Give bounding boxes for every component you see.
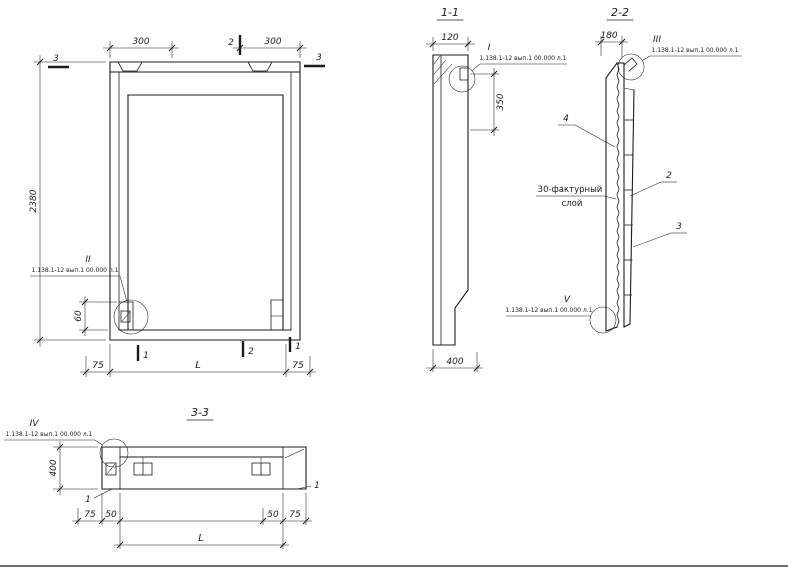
cut-mark-1-bottom-right: 1: [288, 337, 301, 352]
section-2-2-dim-180: 180: [595, 31, 628, 58]
cut-mark-1-bottom-left: 1: [136, 345, 149, 361]
detail-circle-V: [589, 306, 617, 334]
section-1-1-dim-120: 120: [426, 33, 475, 51]
section-2-2-title: 2-2: [611, 6, 629, 19]
part-3-label: 3: [676, 222, 682, 232]
lifting-recess-left: [117, 61, 143, 72]
plan-mark-1-left: 1: [85, 488, 113, 505]
dim-50-left-plan: 50: [105, 510, 117, 520]
callout-IV-numeral: IV: [30, 419, 40, 429]
cut-mark-3-right: 3: [304, 53, 325, 68]
section-1-1-view: 1-1 I 1.138.1-12 вып.1 00.000 л.1 120: [426, 6, 567, 372]
dim-180: 180: [600, 31, 617, 41]
part-label-3: 3: [632, 222, 687, 248]
callout-I: I 1.138.1-12 вып.1 00.000 л.1: [471, 43, 567, 71]
part-4-label: 4: [563, 114, 569, 124]
note-line-2: слой: [562, 199, 583, 209]
callout-II: II 1.138.1-12 вып.1 00.000 л.1: [30, 255, 127, 301]
detail-circle-II: [113, 299, 149, 335]
dim-400-plan: 400: [49, 459, 59, 476]
lifting-recess-right: [247, 61, 273, 72]
elevation-top-dimensions: 300 300: [103, 37, 307, 58]
section-3-3-body: [101, 446, 307, 490]
elevation-60-dimension: 60: [74, 296, 117, 336]
mark-3-label: 3: [53, 54, 59, 64]
mark-1-label: 1: [295, 342, 301, 352]
callout-I-numeral: I: [488, 43, 491, 53]
section-2-2-view: 2-2 180 III 1.138.1-12 вып.1 00.000 л.1: [506, 6, 742, 334]
callout-III: III 1.138.1-12 вып.1 00.000 л.1: [642, 35, 742, 61]
callout-III-numeral: III: [653, 35, 661, 45]
mark-2-label: 2: [248, 347, 254, 357]
mark-1-label: 1: [143, 351, 149, 361]
section-3-3-dim-400: 400: [49, 441, 98, 495]
top-rabbet-detail: [459, 67, 469, 81]
mark-1-label: 1: [85, 495, 91, 505]
detail-circle-III: [617, 53, 645, 81]
mark-3-label: 3: [316, 53, 322, 63]
dim-L-plan: L: [198, 533, 204, 544]
callout-II-numeral: II: [85, 255, 91, 265]
section-2-2-body: [605, 57, 638, 332]
dim-400: 400: [446, 357, 463, 367]
mark-2-label: 2: [228, 38, 234, 48]
dim-75-right-plan: 75: [289, 510, 301, 520]
elevation-view: 300 300 2 3 3 1 2 1: [29, 35, 325, 377]
anchor-hook: [623, 57, 638, 72]
dim-L: L: [195, 360, 201, 371]
dim-350: 350: [496, 93, 506, 110]
dim-75-right: 75: [292, 361, 304, 371]
section-3-3-view: 3-3 IV 1.138.1-12 вып.1 00.000 л.1: [4, 406, 320, 549]
part-2-label: 2: [666, 171, 672, 181]
plan-mark-1-right: 1: [296, 481, 320, 491]
dim-120: 120: [441, 33, 458, 43]
section-1-1-dim-350: 350: [470, 68, 506, 136]
callout-V: V 1.138.1-12 вып.1 00.000 л.1: [506, 295, 593, 317]
detail-circle-IV: [99, 438, 129, 468]
section-3-3-bottom-dimensions: 75 50 50 75 L: [72, 493, 312, 549]
dim-300-right: 300: [264, 37, 281, 47]
callout-V-numeral: V: [564, 295, 571, 305]
callout-I-ref: 1.138.1-12 вып.1 00.000 л.1: [480, 55, 567, 62]
textured-face: [616, 62, 620, 328]
elevation-height-dimension: 2380: [29, 55, 106, 347]
section-1-1-title: 1-1: [441, 6, 459, 19]
note-line-1: 30-фактурный: [538, 185, 603, 195]
dim-50-right-plan: 50: [267, 510, 279, 520]
dim-75-left-plan: 75: [84, 510, 96, 520]
bottom-right-foot-detail: [270, 299, 284, 331]
callout-III-ref: 1.138.1-12 вып.1 00.000 л.1: [652, 47, 739, 54]
mark-1-label: 1: [314, 481, 320, 491]
callout-V-ref: 1.138.1-12 вып.1 00.000 л.1: [506, 307, 593, 314]
cut-mark-3-left: 3: [48, 54, 69, 69]
dim-300-left: 300: [132, 37, 149, 47]
textured-layer-note: 30-фактурный слой: [536, 185, 617, 209]
cut-mark-2-top: 2: [228, 35, 242, 55]
section-1-1-dim-400: 400: [426, 349, 483, 372]
detail-circle-I: [448, 65, 476, 93]
part-label-4: 4: [558, 114, 616, 148]
callout-II-ref: 1.138.1-12 вып.1 00.000 л.1: [32, 267, 119, 274]
bottom-left-foot-detail: [118, 301, 134, 331]
dim-75-left: 75: [92, 361, 104, 371]
embedded-anchor-left: [133, 457, 153, 476]
section-3-3-title: 3-3: [191, 406, 209, 419]
cut-mark-2-bottom: 2: [241, 341, 254, 357]
callout-IV-ref: 1.138.1-12 вып.1 00.000 л.1: [6, 431, 93, 438]
dim-60: 60: [74, 310, 84, 322]
callout-IV: IV 1.138.1-12 вып.1 00.000 л.1: [4, 419, 103, 446]
dim-2380: 2380: [29, 189, 39, 212]
part-label-2: 2: [629, 171, 677, 197]
embedded-anchor-right: [251, 457, 271, 476]
elevation-bottom-dimensions: 75 L 75: [80, 344, 316, 377]
